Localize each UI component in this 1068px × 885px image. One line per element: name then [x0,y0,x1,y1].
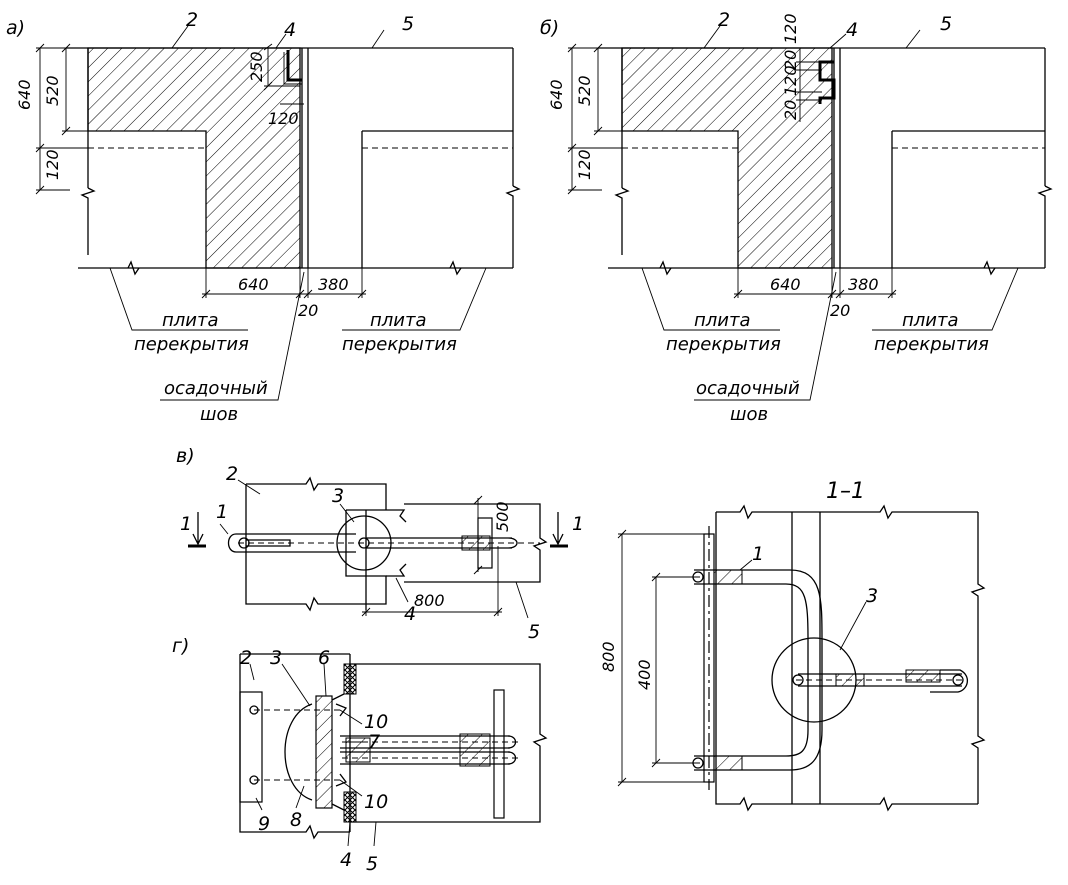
view-g-letter: г) [172,635,189,657]
view-a-part-seal: 4 [284,19,296,41]
view-g: г) 2 3 6 10 7 10 8 9 4 5 [172,635,548,875]
view-g-part-2: 2 [240,647,252,669]
section-title: 1–1 [826,479,865,504]
view-a-dim-640v: 640 [15,79,34,110]
view-v-cover [336,515,392,571]
view-b-note-slab-right-1: плита [902,310,959,331]
view-b-part-seal: 4 [846,19,858,41]
view-v-dim-500: 500 [493,501,512,532]
view-g-part-4: 4 [340,849,352,871]
view-b-part-wall: 2 [718,9,730,31]
view-a-dim-380: 380 [318,275,349,294]
view-v: в) 1 1 500 800 1 2 3 4 5 [176,445,584,643]
view-b-dim-20: 20 [830,301,850,320]
view-g-part-9: 9 [258,813,270,835]
view-a-dim-120v: 120 [43,149,62,180]
view-b-note-slab-right-2: перекрытия [874,334,989,355]
view-v-section-right: 1 [572,513,584,535]
view-a-dim-640h: 640 [238,275,269,294]
view-b-note-slab-left-1: плита [694,310,751,331]
view-b-dim-20a: 20 [781,50,800,70]
view-g-part-7: 7 [368,731,380,753]
view-v-letter: в) [176,445,195,467]
section-dim-800: 800 [599,641,618,672]
view-g-part-10b: 10 [364,791,388,813]
view-b-letter: б) [540,17,559,39]
view-g-part-6: 6 [318,647,330,669]
view-b-note-slab-left-2: перекрытия [666,334,781,355]
view-a-part-slab: 5 [402,13,414,35]
view-a-part-wall: 2 [186,9,198,31]
view-b-dim-380: 380 [848,275,879,294]
view-a-note-slab-left-2: перекрытия [134,334,249,355]
view-b: б) 640 520 120 120 20 120 20 640 380 20 … [540,9,1053,425]
view-v-part-1: 1 [216,501,228,523]
view-v-dim-800: 800 [414,591,445,610]
view-a-note-slab-right-2: перекрытия [342,334,457,355]
view-a-dim-120s: 120 [268,109,299,128]
view-b-dim-640h: 640 [770,275,801,294]
view-v-part-2: 2 [226,463,238,485]
view-a-note-slab-left-1: плита [162,310,219,331]
view-a-note-joint-1: осадочный [164,378,268,399]
view-v-part-4: 4 [404,603,416,625]
view-v-part-5: 5 [528,621,540,643]
view-b-dim-120v: 120 [575,149,594,180]
view-b-note-joint-1: осадочный [696,378,800,399]
view-v-part-3: 3 [332,485,344,507]
section-part-3: 3 [866,585,878,607]
section-1-1: 1–1 800 400 1 3 [599,479,986,812]
view-b-dim-120m: 120 [781,65,800,96]
view-a-dim-520: 520 [43,75,62,106]
view-a-dim-20: 20 [298,301,318,320]
view-b-wall [621,47,833,269]
view-a-seal [286,50,302,82]
view-b-part-slab: 5 [940,13,952,35]
view-g-part-3: 3 [270,647,282,669]
view-a-letter: а) [6,17,25,39]
section-part-1: 1 [752,543,764,565]
view-a-note-joint-2: шов [200,404,238,425]
view-g-part-5: 5 [366,853,378,875]
view-b-dim-640v: 640 [547,79,566,110]
view-b-dim-120t: 120 [781,13,800,44]
view-g-part-10a: 10 [364,711,388,733]
view-a: а) 640 520 120 250 120 640 380 [6,9,521,425]
view-b-note-joint-2: шов [730,404,768,425]
section-dim-400: 400 [635,659,654,690]
view-a-dim-250: 250 [247,51,266,82]
view-g-part-8: 8 [290,809,302,831]
view-a-note-slab-right-1: плита [370,310,427,331]
view-b-dim-520: 520 [575,75,594,106]
view-b-dim-20b: 20 [781,100,800,120]
view-v-section-left: 1 [180,513,192,535]
